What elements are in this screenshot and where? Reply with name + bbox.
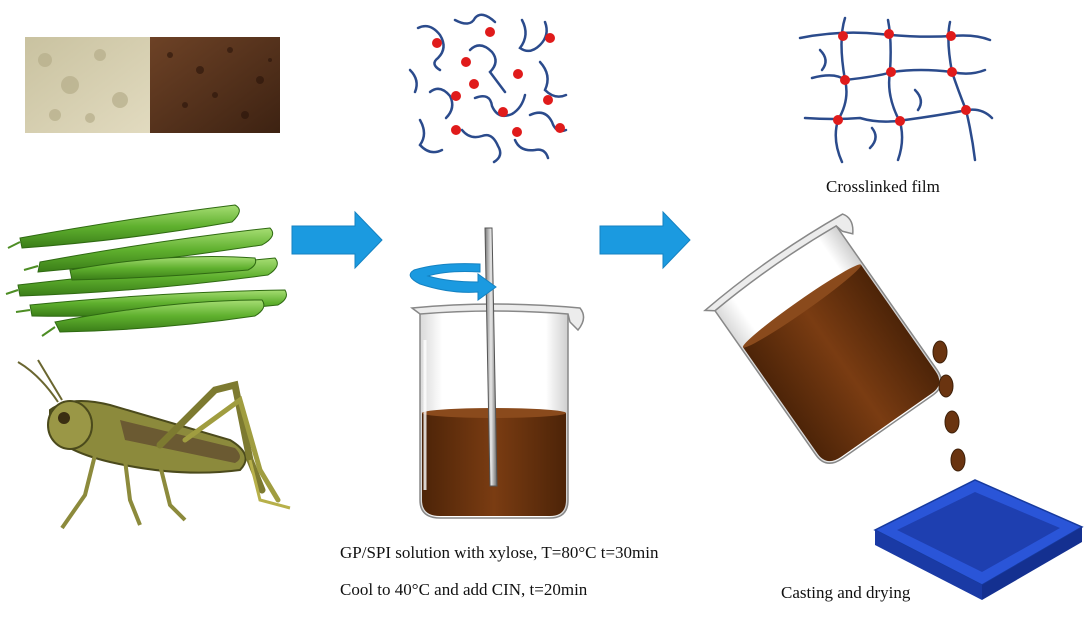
polymer-chains-graphic	[408, 13, 568, 164]
pouring-beaker	[703, 213, 943, 464]
powder-samples-image	[25, 37, 280, 133]
process-arrow-2	[599, 210, 691, 270]
crosslinked-film-label: Crosslinked film	[826, 177, 940, 196]
grasshopper-image	[17, 359, 291, 530]
rotation-arrow-icon	[409, 263, 497, 301]
pouring-droplets	[932, 340, 966, 472]
cooling-step-label: Cool to 40°C and add CIN, t=20min	[340, 580, 588, 599]
green-beans-image	[5, 204, 287, 337]
casting-tray	[873, 479, 1084, 600]
stirring-beaker	[410, 303, 585, 519]
crosslinked-network-graphic	[798, 16, 994, 164]
crosslink-sites-bound	[833, 29, 971, 126]
casting-drying-label: Casting and drying	[781, 583, 911, 602]
crosslink-sites-free	[432, 27, 565, 137]
process-arrow-1	[291, 210, 383, 270]
solution-step-label: GP/SPI solution with xylose, T=80°C t=30…	[340, 543, 659, 562]
